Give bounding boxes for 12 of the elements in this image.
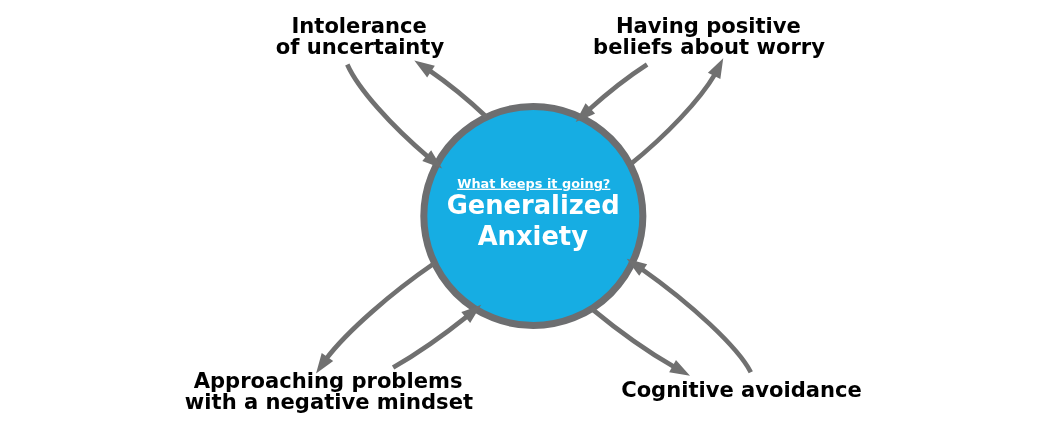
arrow — [345, 63, 443, 169]
node-text: Cognitive avoidance — [621, 377, 862, 403]
node-text: Intolerance of uncertainty — [275, 13, 445, 60]
arrow — [628, 58, 724, 167]
node-text: Approaching problems with a negative mindset — [184, 368, 474, 415]
arrow — [316, 261, 436, 374]
arrow — [590, 307, 691, 376]
arrow — [626, 258, 753, 374]
arrow — [575, 62, 649, 122]
arrow — [391, 304, 482, 370]
node-text: Having positive beliefs about worry — [593, 13, 825, 60]
arrow — [414, 60, 488, 119]
